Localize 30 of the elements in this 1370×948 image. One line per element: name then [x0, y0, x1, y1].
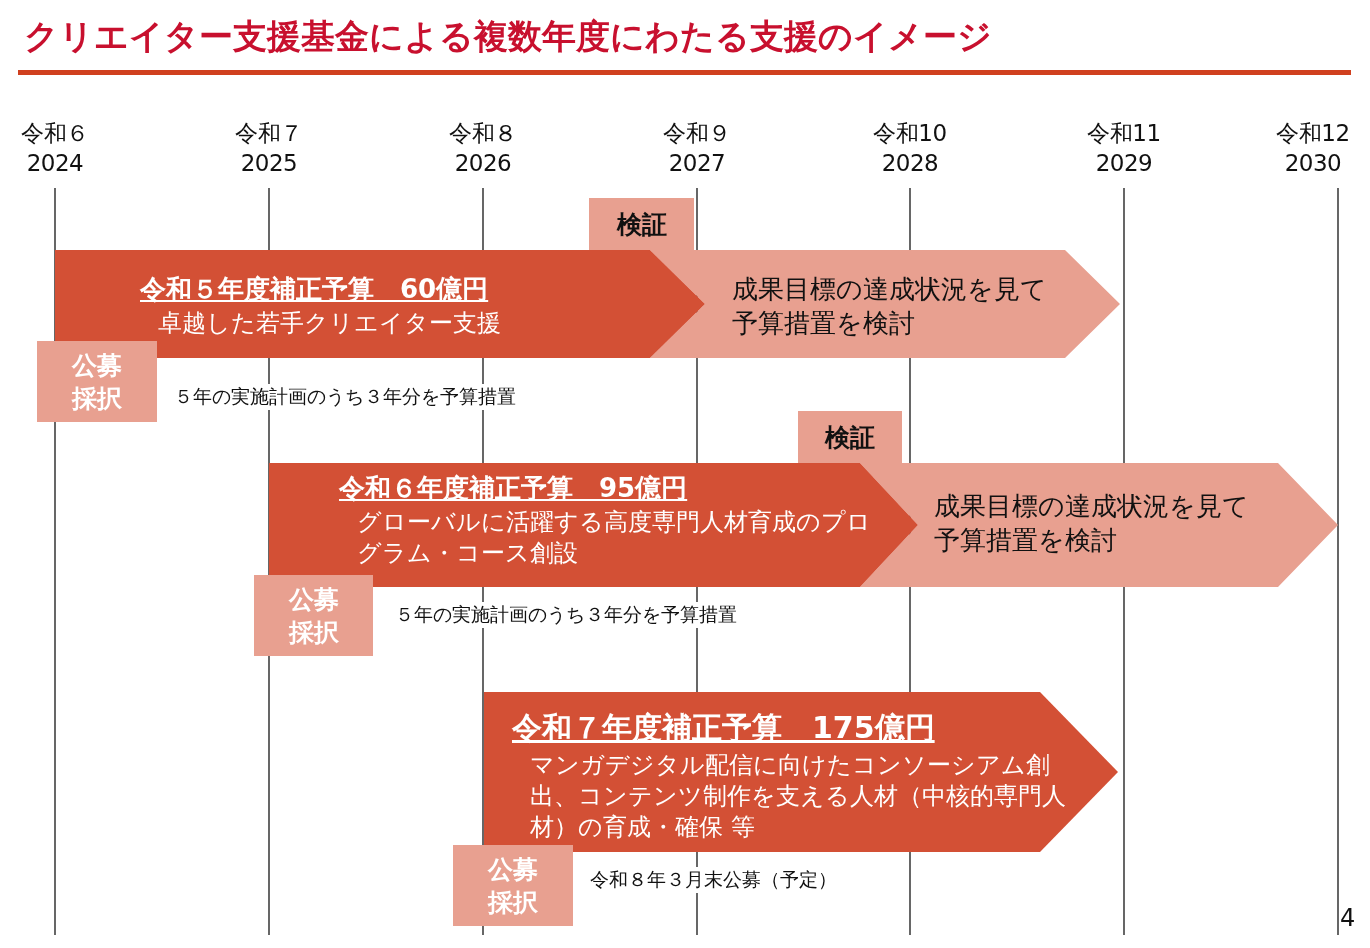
review-arrow	[650, 250, 1120, 358]
stage-label: 検証	[615, 208, 668, 241]
stage-label: 公募採択	[486, 853, 539, 919]
review-text: 成果目標の達成状況を見て予算措置を検討	[732, 273, 1048, 340]
budget-description: マンガデジタル配信に向けたコンソーシアム創出、コンテンツ制作を支える人材（中核的専門人材）の育成・確保 等	[530, 750, 1067, 843]
budget-arrow	[484, 692, 1118, 852]
budget-description: グローバルに活躍する高度専門人材育成のプログラム・コース創設	[357, 507, 872, 569]
label-box	[254, 575, 373, 656]
budget-arrow	[269, 463, 918, 587]
label-box	[453, 845, 573, 926]
stage-label: 検証	[823, 421, 876, 454]
year-label: 令和７ 2025	[234, 119, 304, 178]
budget-heading: 令和７年度補正予算 175億円	[512, 709, 935, 747]
year-label: 令和11 2029	[1086, 119, 1162, 178]
page-number: 4	[1340, 904, 1356, 932]
review-text: 成果目標の達成状況を見て予算措置を検討	[934, 490, 1250, 557]
year-label: 令和10 2028	[872, 119, 948, 178]
year-label: 令和８ 2026	[448, 119, 518, 178]
label-box	[798, 411, 902, 463]
title: クリエイター支援基金による複数年度にわたる支援のイメージ	[24, 15, 992, 58]
year-label: 令和９ 2027	[662, 119, 732, 178]
label-box	[37, 341, 157, 422]
budget-heading: 令和６年度補正予算 95億円	[339, 472, 688, 505]
label-box	[589, 198, 694, 250]
budget-description: 卓越した若手クリエイター支援	[158, 308, 502, 339]
year-label: 令和６ 2024	[20, 119, 90, 178]
year-label: 令和12 2030	[1275, 119, 1351, 178]
stage-label: 公募採択	[70, 349, 123, 415]
budget-heading: 令和５年度補正予算 60億円	[140, 273, 489, 306]
stage-label: 公募採択	[287, 583, 340, 649]
